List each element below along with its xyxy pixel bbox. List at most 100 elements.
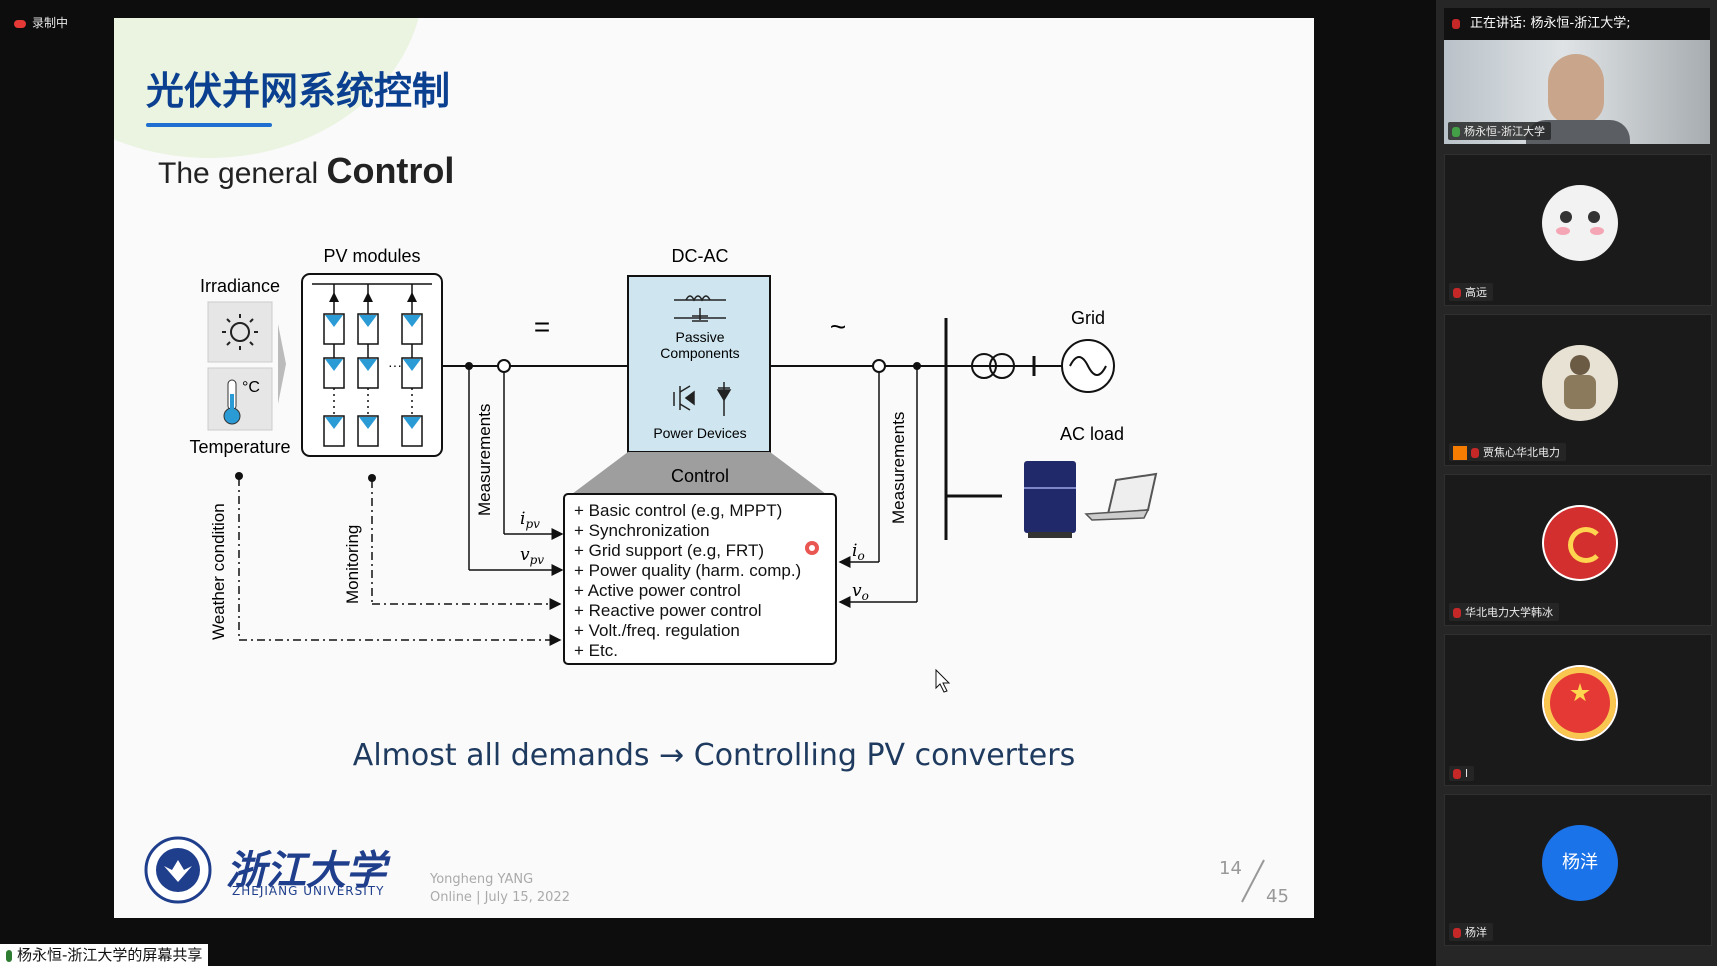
active-speaker-text: 正在讲话: 杨永恒-浙江大学; — [1470, 16, 1631, 31]
irradiance-label: Irradiance — [200, 276, 280, 296]
participant-tile[interactable]: l — [1444, 634, 1712, 786]
ipv-label: ipv — [520, 509, 540, 531]
presentation-date: Online | July 15, 2022 — [430, 890, 570, 905]
mouse-cursor-icon — [935, 668, 951, 693]
grid-label: Grid — [1071, 308, 1105, 328]
inductor-capacitor-icon — [674, 295, 726, 322]
presenter-video[interactable]: 杨永恒-浙江大学 — [1444, 40, 1710, 144]
presenter-face — [1548, 54, 1604, 124]
weather-condition-label: Weather condition — [209, 503, 228, 640]
slide-title: 光伏并网系统控制 — [146, 69, 451, 113]
pv-cell-marker — [403, 359, 421, 371]
control-item: + Active power control — [574, 581, 741, 600]
participant-tile[interactable]: 华北电力大学韩冰 — [1444, 474, 1712, 626]
page-divider — [1241, 859, 1265, 903]
io-label: io — [852, 541, 865, 563]
mic-muted-icon — [1453, 928, 1461, 938]
pv-cell-grid — [312, 283, 432, 447]
subtitle-prefix: The general — [158, 157, 319, 190]
pv-cell-marker — [359, 315, 377, 327]
pv-dots: ··· — [388, 357, 402, 373]
participant-avatar — [1542, 345, 1618, 421]
dc-symbol: = — [534, 311, 550, 342]
components-label: Components — [660, 345, 739, 361]
participant-avatar: 杨洋 — [1542, 825, 1618, 901]
ac-symbol: ~ — [830, 311, 846, 342]
microphone-icon — [6, 949, 12, 962]
participant-name: 贾焦心华北电力 — [1449, 443, 1566, 461]
mic-active-icon — [1452, 127, 1460, 137]
mic-muted-icon — [1471, 448, 1479, 458]
pv-control-diagram: Irradiance °C Temperature PV modules ···… — [189, 246, 1158, 693]
recording-indicator: 录制中 — [14, 14, 68, 31]
measurements-left-label: Measurements — [475, 404, 494, 516]
page-total: 45 — [1266, 886, 1289, 907]
ac-load-label: AC load — [1060, 424, 1124, 444]
power-devices-label: Power Devices — [653, 425, 746, 441]
mic-muted-icon — [1453, 769, 1461, 779]
control-item: + Volt./freq. regulation — [574, 621, 740, 640]
university-seal-logo — [144, 836, 212, 904]
recording-cloud-icon — [14, 19, 26, 28]
thermometer-icon — [223, 379, 241, 425]
university-name-en: ZHEJIANG UNIVERSITY — [232, 884, 385, 898]
participant-avatar — [1542, 665, 1618, 741]
input-arrow — [278, 324, 286, 404]
pv-cell-marker — [325, 417, 343, 429]
participant-name: l — [1449, 766, 1475, 781]
pv-cell-marker — [359, 417, 377, 429]
pv-cell — [323, 415, 345, 447]
dcac-label: DC-AC — [672, 246, 729, 266]
screen-share-indicator[interactable]: 杨永恒-浙江大学的屏幕共享 — [0, 944, 209, 966]
pv-cell-marker — [359, 359, 377, 371]
screen-share-label: 杨永恒-浙江大学的屏幕共享 — [17, 946, 203, 964]
vo-label: vo — [852, 581, 869, 603]
thermometer-icon-box — [207, 367, 273, 431]
recording-label: 录制中 — [32, 16, 69, 30]
control-label: Control — [671, 466, 729, 486]
sun-icon-box — [207, 301, 273, 363]
footer-author: Yongheng YANG Online | July 15, 2022 — [430, 871, 570, 907]
presenter-name-tag: 杨永恒-浙江大学 — [1448, 122, 1551, 140]
participants-panel: 正在讲话: 杨永恒-浙江大学; 杨永恒-浙江大学 高远 贾焦心华北电力 华北电力… — [1436, 0, 1717, 966]
temperature-label: Temperature — [189, 437, 290, 457]
slide-conclusion: Almost all demands → Controlling PV conv… — [352, 738, 1076, 773]
participant-avatar — [1542, 185, 1618, 261]
participant-name: 华北电力大学韩冰 — [1449, 603, 1559, 621]
title-underline — [146, 123, 272, 127]
mic-muted-icon — [1453, 608, 1461, 618]
pv-cell-marker — [403, 417, 421, 429]
participant-avatar — [1542, 505, 1618, 581]
active-speaker-banner: 正在讲话: 杨永恒-浙江大学; — [1444, 8, 1710, 40]
control-item: + Synchronization — [574, 521, 710, 540]
subtitle-bold: Control — [326, 150, 455, 191]
control-trapezoid — [572, 452, 826, 494]
celsius-label: °C — [242, 379, 260, 396]
monitoring-label: Monitoring — [343, 525, 362, 604]
page-current: 14 — [1219, 858, 1242, 879]
mic-muted-icon — [1452, 18, 1460, 29]
passive-label: Passive — [675, 329, 724, 345]
pv-modules-label: PV modules — [323, 246, 420, 266]
control-item: + Power quality (harm. comp.) — [574, 561, 801, 580]
author-name: Yongheng YANG — [430, 872, 534, 887]
measurements-right-label: Measurements — [889, 412, 908, 524]
pv-cell-marker — [325, 315, 343, 327]
participant-tile[interactable]: 高远 — [1444, 154, 1712, 306]
slide-subtitle: The general Control — [158, 150, 454, 192]
dcac-converter-box — [627, 275, 771, 453]
participant-tile[interactable]: 贾焦心华北电力 — [1444, 314, 1712, 466]
laptop-icon — [1084, 472, 1158, 521]
participant-name: 高远 — [1449, 283, 1493, 301]
igbt-diode-icon — [673, 382, 732, 416]
pv-cell-marker — [325, 359, 343, 371]
participant-tile[interactable]: 杨洋 杨洋 — [1444, 794, 1712, 946]
host-icon — [1453, 446, 1467, 460]
control-box — [563, 493, 837, 665]
refrigerator-icon — [1024, 461, 1076, 538]
control-item: + Basic control (e.g, MPPT) — [574, 501, 782, 520]
pv-cell — [401, 415, 423, 447]
participant-name: 杨洋 — [1449, 923, 1493, 941]
university-name-cn: 浙江大学 — [226, 847, 386, 894]
mic-muted-icon — [1453, 288, 1461, 298]
